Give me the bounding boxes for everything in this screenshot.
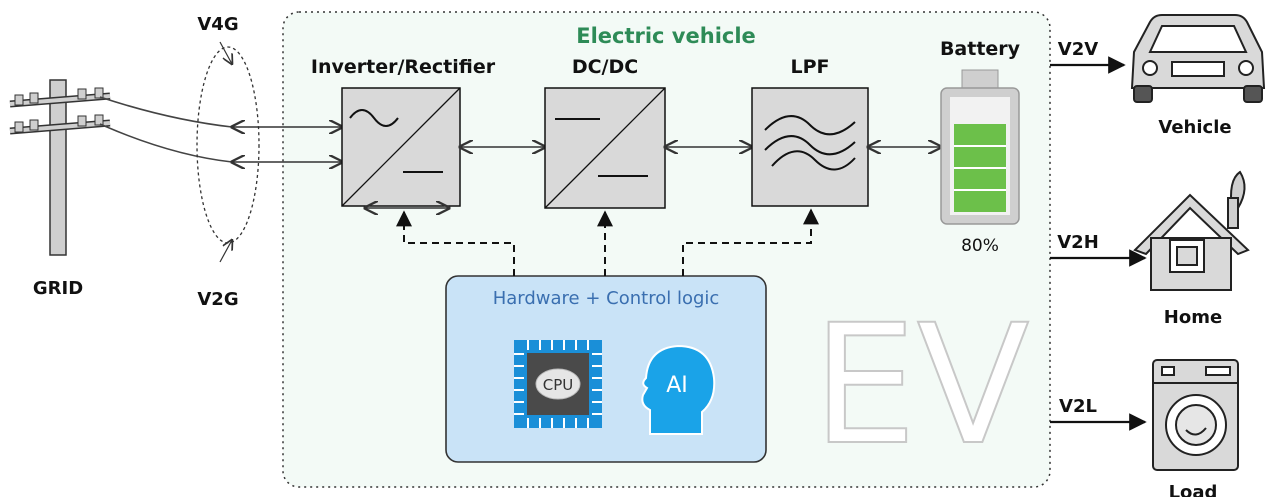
battery-icon [940, 69, 1020, 225]
cpu-chip-icon [514, 340, 602, 428]
home-label: Home [1164, 307, 1222, 328]
grid-wire-bottom [99, 123, 233, 163]
control-to-lpf [682, 208, 819, 276]
dcdc-block [544, 87, 666, 209]
v4g-v2g-ellipse [196, 46, 260, 244]
cpu-label: CPU [543, 376, 574, 394]
control-title: Hardware + Control logic [493, 288, 720, 309]
ev-watermark: EV [812, 289, 1029, 481]
v4g-pointer [219, 41, 232, 64]
grid-pole-icon [9, 79, 111, 256]
home-icon [1133, 170, 1250, 291]
inverter-title: Inverter/Rectifier [311, 56, 496, 78]
battery-level: 80% [961, 236, 999, 256]
ai-label: AI [666, 373, 688, 398]
battery-title: Battery [940, 38, 1021, 60]
grid-label: GRID [33, 278, 83, 299]
v2g-label: V2G [197, 289, 238, 310]
lpf-block [751, 87, 869, 207]
ev-title: Electric vehicle [576, 24, 756, 48]
ai-head-icon [641, 344, 716, 435]
dcdc-title: DC/DC [572, 56, 638, 78]
inverter-block [341, 87, 461, 207]
v2v-label: V2V [1058, 39, 1098, 60]
control-to-inverter [396, 210, 515, 276]
v2g-pointer [219, 240, 232, 263]
vehicle-label: Vehicle [1158, 117, 1231, 138]
car-icon [1130, 14, 1266, 103]
washing-machine-icon [1152, 359, 1239, 471]
lpf-title: LPF [790, 56, 829, 78]
v4g-label: V4G [197, 14, 238, 35]
v2l-label: V2L [1059, 396, 1097, 417]
v2h-label: V2H [1057, 232, 1099, 253]
grid-wire-top [99, 96, 233, 128]
load-label: Load [1169, 482, 1218, 497]
